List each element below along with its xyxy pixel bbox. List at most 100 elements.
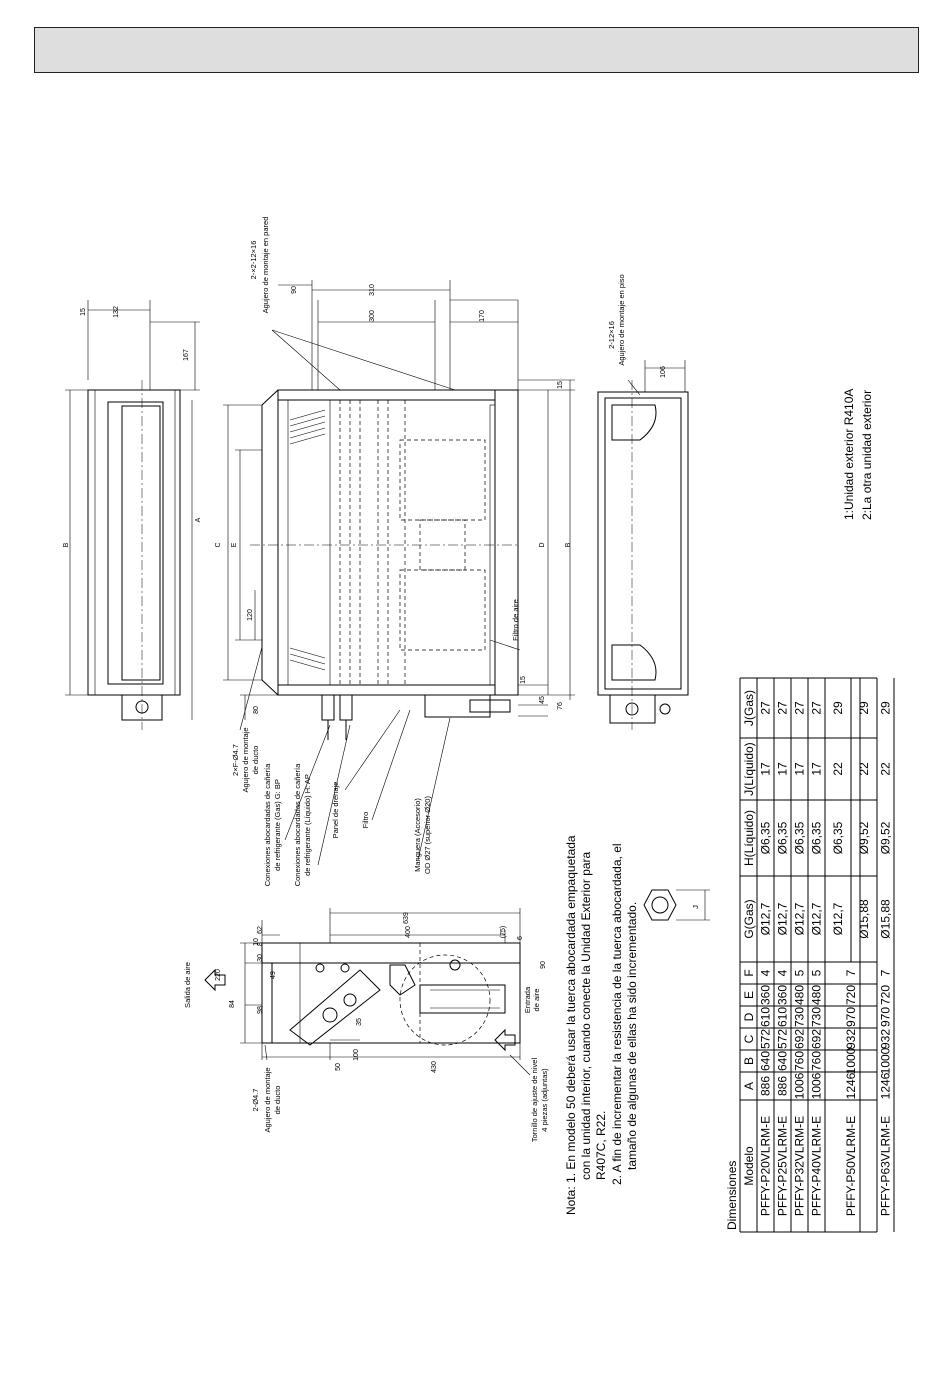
- table-cell-3-d: 730: [810, 1007, 824, 1027]
- note-1c: R407C, R22.: [594, 1111, 608, 1180]
- dim-430: 430: [431, 1061, 438, 1073]
- coil-hatch-bottom: [289, 647, 326, 671]
- table-header-0: Modelo: [742, 1146, 756, 1186]
- table-cell-4-jg2: 29: [857, 701, 871, 715]
- table-cell-0-modelo: PFFY-P20VLRM-E: [759, 1116, 773, 1216]
- tornillo-label-2: 4 piezas (adjuntas): [540, 1068, 549, 1132]
- table-cell-3-b: 760: [810, 1051, 824, 1071]
- dim-80: 80: [253, 706, 260, 714]
- de-ducto-label: de ducto: [273, 1086, 282, 1115]
- table-cell-0-c: 572: [759, 1029, 773, 1049]
- dim-300: 300: [369, 310, 376, 322]
- dim-75: (75): [500, 926, 507, 938]
- de-ducto-label-2: de ducto: [251, 746, 260, 775]
- dim-B-2: B: [565, 542, 572, 547]
- dim-B: B: [63, 542, 70, 547]
- table-cell-5-modelo: PFFY-P63VLRM-E: [879, 1116, 893, 1216]
- table-cell-5-a: 1246: [879, 1072, 893, 1099]
- dim-170: 170: [479, 310, 486, 322]
- table-cell-0-h: Ø6,35: [759, 821, 773, 854]
- dim-10: 10: [253, 938, 260, 946]
- table-cell-1-modelo: PFFY-P25VLRM-E: [776, 1116, 790, 1216]
- table-header-5: E: [742, 991, 756, 999]
- table-header-4: D: [742, 1012, 756, 1021]
- table-cell-4-h2: Ø9,52: [857, 821, 871, 854]
- table-cell-2-f: 5: [793, 969, 807, 976]
- table-header-6: F: [742, 969, 756, 976]
- conex-liq-label-2: de refrigerante (Líquido) H: AP: [303, 774, 312, 876]
- conex-liq-label-1: Conexiones abocardadas de cañería: [293, 763, 302, 886]
- table-cell-5-j_liq: 22: [879, 762, 893, 776]
- table-cell-4-jl1: 22: [831, 762, 845, 776]
- dim-220: 220: [215, 969, 222, 981]
- table-cell-4-h1: Ø6,35: [831, 821, 845, 854]
- table-cell-4-c: 932: [844, 1029, 858, 1049]
- dim-50: 50: [335, 1063, 342, 1071]
- table-cell-1-d: 610: [776, 1007, 790, 1027]
- table-header-3: C: [742, 1034, 756, 1043]
- table-cell-4-g2: Ø15,88: [857, 899, 871, 939]
- table-cell-1-f: 4: [776, 969, 790, 976]
- table-cell-5-h: Ø9,52: [879, 821, 893, 854]
- flare-nut-symbol: J: [643, 889, 710, 921]
- table-cell-0-j_gas: 27: [759, 701, 773, 715]
- agujero-ducto-label: Agujero de montaje: [263, 1067, 272, 1132]
- conex-gas-label-2: de refrigerante (Gas) G: BP: [273, 779, 282, 871]
- dim-15-a: 15: [80, 308, 87, 316]
- manguera-label-1: Manguera (Accesorio): [413, 798, 422, 872]
- dim-106: 106: [660, 366, 667, 378]
- tornillo-label-1: Tornillo de ajuste de nivel: [530, 1058, 539, 1143]
- table-cell-0-g: Ø12,7: [759, 902, 773, 935]
- table-cell-1-e: 360: [776, 985, 790, 1005]
- pared-label-1: 2-×2-12×16: [249, 241, 258, 280]
- dim-C: C: [215, 542, 222, 547]
- table-cell-3-e: 480: [810, 985, 824, 1005]
- dim-8: 8: [257, 942, 264, 946]
- dim-D: D: [539, 542, 546, 547]
- table-cell-2-g: Ø12,7: [793, 902, 807, 935]
- conex-gas-label-1: Conexiones abocardadas de cañería: [263, 763, 272, 886]
- agujero-ducto-label-2: Agujero de montaje: [241, 727, 250, 792]
- table-cell-2-h: Ø6,35: [793, 821, 807, 854]
- table-cell-3-j_gas: 27: [810, 701, 824, 715]
- table-cell-1-a: 886: [776, 1076, 790, 1096]
- table-header-1: A: [742, 1082, 756, 1090]
- table-cell-0-d: 610: [759, 1007, 773, 1027]
- dim-90b: 90: [540, 961, 547, 969]
- table-cell-2-d: 730: [793, 1007, 807, 1027]
- dim-98: 98: [257, 1006, 264, 1014]
- table-cell-3-modelo: PFFY-P40VLRM-E: [810, 1116, 824, 1216]
- table-cell-0-f: 4: [759, 969, 773, 976]
- dim-84: 84: [229, 1000, 236, 1008]
- table-cell-5-e: 720: [879, 985, 893, 1005]
- bottom-view-right: 106 2-12×16 Agujero de montaje en piso: [597, 274, 689, 730]
- table-cell-5-j_gas: 29: [879, 701, 893, 715]
- top-view-left: 15 132 167 B A: [63, 300, 202, 730]
- dim-49: 49: [270, 971, 277, 979]
- dim-A: A: [195, 517, 202, 522]
- note-1b: con la unidad interior, cuando conecte l…: [579, 851, 593, 1180]
- table-cell-5-b: 1000: [879, 1047, 893, 1074]
- dim-639: 639: [403, 912, 410, 924]
- table-caption: Dimensiones: [725, 1161, 739, 1230]
- dim-62: 62: [257, 926, 264, 934]
- table-cell-1-j_liq: 17: [776, 762, 790, 776]
- dim-76: 76: [557, 702, 564, 710]
- table-cell-4-e: 720: [844, 985, 858, 1005]
- entrada-label-2: de aire: [532, 989, 541, 1012]
- dim-E: E: [231, 542, 238, 547]
- table-cell-0-a: 886: [759, 1076, 773, 1096]
- dim-15-b: 15: [557, 381, 564, 389]
- table-cell-4-jl2: 22: [857, 762, 871, 776]
- side-view: 84 98 30 8 49 35 100 50 430 639 400 (75)…: [183, 908, 549, 1142]
- dim-167: 167: [183, 349, 190, 361]
- table-cell-3-j_liq: 17: [810, 762, 824, 776]
- note-1a: Nota: 1. En modelo 50 deberá usar la tue…: [564, 835, 578, 1215]
- table-cell-4-b: 1000: [844, 1047, 858, 1074]
- table-cell-4-f: 7: [844, 969, 858, 976]
- table-cell-2-c: 692: [793, 1029, 807, 1049]
- table-cell-4-a: 1246: [844, 1072, 858, 1099]
- table-cell-4-d: 970: [844, 1007, 858, 1027]
- hole-F-label: 2×F-Ø4.7: [231, 744, 240, 776]
